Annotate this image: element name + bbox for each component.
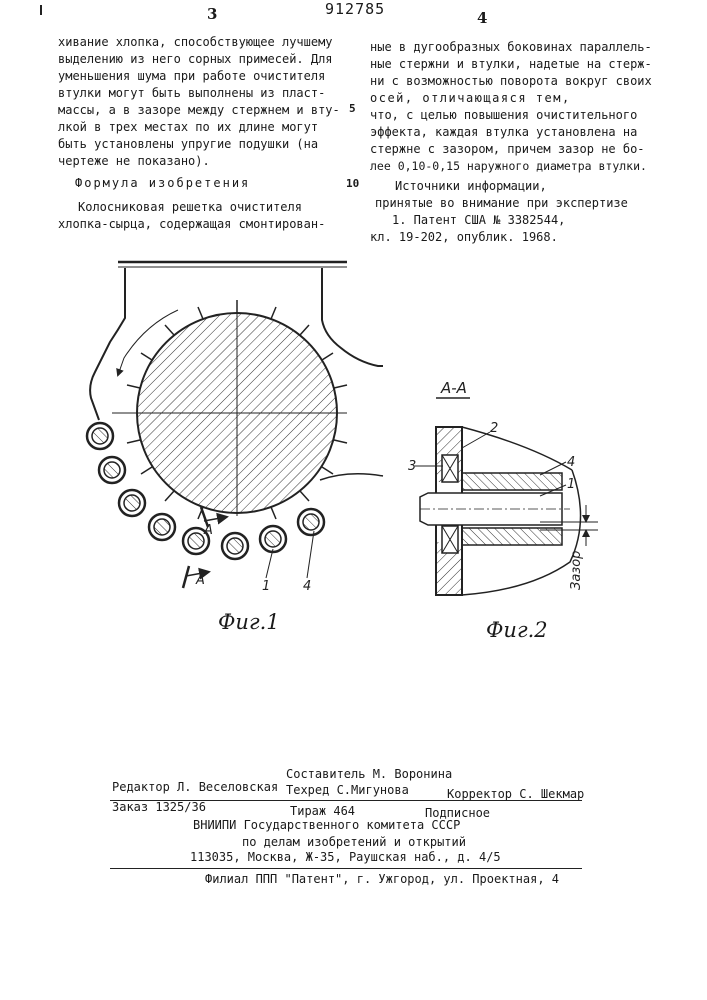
left-side-wall bbox=[90, 268, 125, 420]
section-mark-a-bottom: A bbox=[195, 573, 205, 588]
figure2-label-3: 3 bbox=[408, 459, 416, 474]
grate-bar bbox=[260, 526, 286, 552]
grate-bar bbox=[149, 514, 175, 540]
leader-line-4 bbox=[307, 531, 314, 578]
section-title: А-А bbox=[440, 379, 467, 397]
figure1-label-1: 1 bbox=[262, 579, 270, 594]
grate-bar bbox=[87, 423, 113, 449]
break-curve-top bbox=[462, 427, 572, 470]
footer-editor: Редактор Л. Веселовская bbox=[112, 780, 278, 794]
section-arrow-top bbox=[204, 517, 226, 521]
figure-1-drawing: A A 1 4 bbox=[87, 262, 383, 594]
footer-org-address: 113035, Москва, Ж-35, Раушская наб., д. … bbox=[190, 850, 501, 864]
grate-bar bbox=[99, 457, 125, 483]
grate-bar bbox=[298, 509, 324, 535]
footer-order: Заказ 1325/36 bbox=[112, 800, 206, 814]
gap-label: Зазор bbox=[569, 551, 584, 590]
grate-bar bbox=[222, 533, 248, 559]
leader-line-1 bbox=[266, 549, 273, 578]
leader-line-2 bbox=[462, 432, 490, 448]
footer-branch: Филиал ППП "Патент", г. Ужгород, ул. Про… bbox=[205, 872, 559, 886]
grate-bar bbox=[119, 490, 145, 516]
figure2-label-1: 1 bbox=[567, 477, 575, 492]
footer-org-line-2: по делам изобретений и открытий bbox=[242, 835, 466, 849]
footer-divider-bottom bbox=[110, 868, 582, 869]
footer-compiler: Составитель М. Воронина bbox=[286, 767, 452, 781]
figure-1-caption: Фиг.1 bbox=[218, 610, 280, 634]
section-mark-a-top: A bbox=[203, 523, 213, 538]
figure2-label-4: 4 bbox=[567, 455, 575, 470]
figure2-label-2: 2 bbox=[490, 421, 498, 436]
footer-techred: Техред С.Мигунова bbox=[286, 783, 409, 797]
right-side-wall bbox=[322, 268, 383, 366]
sleeve-lower bbox=[462, 528, 562, 545]
footer-corrector: Корректор С. Шекмар bbox=[447, 787, 584, 801]
figure-2-caption: Фиг.2 bbox=[486, 618, 548, 642]
figure1-label-4: 4 bbox=[303, 579, 311, 594]
footer-org-line-1: ВНИИПИ Государственного комитета СССР bbox=[193, 818, 460, 832]
footer-circulation: Тираж 464 bbox=[290, 804, 355, 818]
figure-2-drawing: А-А Зазор 2 3 4 1 bbox=[408, 379, 598, 595]
sleeve-upper bbox=[462, 473, 562, 490]
right-lower-wall bbox=[320, 474, 383, 480]
section-line-bottom bbox=[183, 566, 189, 588]
